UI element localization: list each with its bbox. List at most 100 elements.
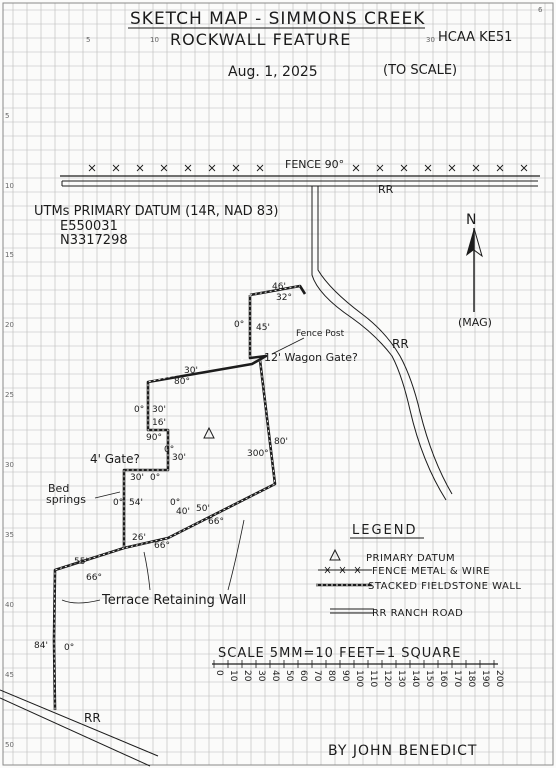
primary-datum-symbol xyxy=(203,426,215,439)
measurement-label: 30' xyxy=(130,473,144,483)
measurement-label: 30' xyxy=(172,453,186,463)
measurement-label: 66° xyxy=(86,573,102,583)
grid-number-left: 50 xyxy=(5,741,14,749)
scale-tick-label: 180 xyxy=(466,670,476,687)
bed-springs-label-1: Bed xyxy=(48,482,69,495)
scale-tick-label: 150 xyxy=(424,670,434,687)
measurement-label: 54' xyxy=(129,498,143,508)
terrace-leader-mid xyxy=(143,551,151,591)
scale-note: (TO SCALE) xyxy=(383,63,457,78)
bed-springs-leader xyxy=(94,491,121,499)
scale-text: SCALE 5MM=10 FEET=1 SQUARE xyxy=(218,646,461,661)
grid-number-top: 30 xyxy=(426,36,435,44)
fence-x-mark xyxy=(400,164,408,172)
legend-road-icon xyxy=(330,608,374,614)
scale-tick-label: 80 xyxy=(326,670,336,682)
measurement-label: 0° xyxy=(134,405,144,415)
measurement-label: 0° xyxy=(150,473,160,483)
sketch-date: Aug. 1, 2025 xyxy=(228,64,318,80)
stacked-fieldstone-wall-texture xyxy=(53,285,301,711)
scale-tick-label: 60 xyxy=(298,670,308,682)
grid-number-left: 5 xyxy=(5,112,9,120)
north-arrow-icon xyxy=(466,227,483,312)
grid-number-left: 30 xyxy=(5,461,14,469)
measurement-label: 0° xyxy=(170,498,180,508)
scale-tick-label: 170 xyxy=(452,670,462,687)
measurement-label: 40' xyxy=(176,507,190,517)
measurement-label: 0° xyxy=(64,643,74,653)
fence-x-mark xyxy=(496,164,504,172)
title-line-2: ROCKWALL FEATURE xyxy=(170,30,351,49)
author: BY JOHN BENEDICT xyxy=(328,743,477,759)
site-id: HCAA KE51 xyxy=(438,30,512,45)
fence-x-mark xyxy=(256,164,264,172)
ranch-road xyxy=(0,180,538,767)
grid-number-left: 25 xyxy=(5,391,14,399)
fence-x-mark xyxy=(520,164,528,172)
grid-number-top: 10 xyxy=(150,36,159,44)
measurement-label: 30' xyxy=(184,366,198,376)
measurement-label: 26' xyxy=(132,533,146,543)
grid-number-left: 40 xyxy=(5,601,14,609)
road-label-bottom: RR xyxy=(84,711,101,725)
fence-x-mark xyxy=(376,164,384,172)
legend-datum-icon xyxy=(329,548,341,561)
scale-tick-label: 40 xyxy=(270,670,280,682)
terrace-leader-left xyxy=(61,599,101,604)
fence-x-mark xyxy=(472,164,480,172)
grid-number-top: 5 xyxy=(86,36,90,44)
grid-number-left: 15 xyxy=(5,251,14,259)
scale-tick-label: 160 xyxy=(438,670,448,687)
legend-item-fence: FENCE METAL & WIRE xyxy=(372,566,490,577)
measurement-label: 66° xyxy=(208,517,224,527)
scale-tick-label: 70 xyxy=(312,670,322,682)
grid-number-left: 45 xyxy=(5,671,14,679)
terrace-label: Terrace Retaining Wall xyxy=(101,593,246,608)
datum-easting: E550031 xyxy=(60,219,118,234)
scale-tick-label: 50 xyxy=(284,670,294,682)
terrace-leader-right xyxy=(227,519,245,591)
fence-label: FENCE 90° xyxy=(285,158,344,171)
legend-fence-icon xyxy=(318,566,372,574)
fence-x-mark xyxy=(448,164,456,172)
north-letter: N xyxy=(466,212,476,228)
measurement-label: 0° xyxy=(164,445,174,455)
scale-tick-label: 20 xyxy=(242,670,252,682)
fence-x-mark xyxy=(112,164,120,172)
measurement-label: 32° xyxy=(276,293,292,303)
measurement-label: 50' xyxy=(196,504,210,514)
fence-post-label: Fence Post xyxy=(296,329,345,339)
scale-tick-label: 10 xyxy=(228,670,238,682)
fence-x-mark xyxy=(352,164,360,172)
measurement-label: 80° xyxy=(174,377,190,387)
fence-x-mark xyxy=(88,164,96,172)
fence-x-mark xyxy=(136,164,144,172)
scale-tick-label: 0 xyxy=(214,670,224,676)
wagon-gate-label: 12' Wagon Gate? xyxy=(264,351,358,364)
fence-x-mark xyxy=(424,164,432,172)
scale-tick-label: 90 xyxy=(340,670,350,682)
scale-tick-label: 100 xyxy=(354,670,364,687)
road-label-right: RR xyxy=(392,337,409,351)
legend-item-road: RR RANCH ROAD xyxy=(372,608,463,619)
grid-number-top: 6 xyxy=(538,6,543,14)
graph-paper-grid xyxy=(3,3,553,765)
measurement-label: 0° xyxy=(234,320,244,330)
scale-tick-label: 140 xyxy=(410,670,420,687)
road-label-top: RR xyxy=(378,183,394,196)
measurement-label: 300° xyxy=(247,449,269,459)
bed-springs-label-2: springs xyxy=(46,493,86,506)
scale-tick-label: 110 xyxy=(368,670,378,687)
fence-x-mark xyxy=(160,164,168,172)
measurement-label: 46' xyxy=(272,282,286,292)
measurement-label: 66° xyxy=(154,541,170,551)
measurement-label: 55' xyxy=(74,557,88,567)
legend-item-wall: STACKED FIELDSTONE WALL xyxy=(368,581,522,592)
fence-x-mark xyxy=(184,164,192,172)
measurement-label: 16' xyxy=(152,418,166,428)
measurement-label: 45' xyxy=(256,323,270,333)
